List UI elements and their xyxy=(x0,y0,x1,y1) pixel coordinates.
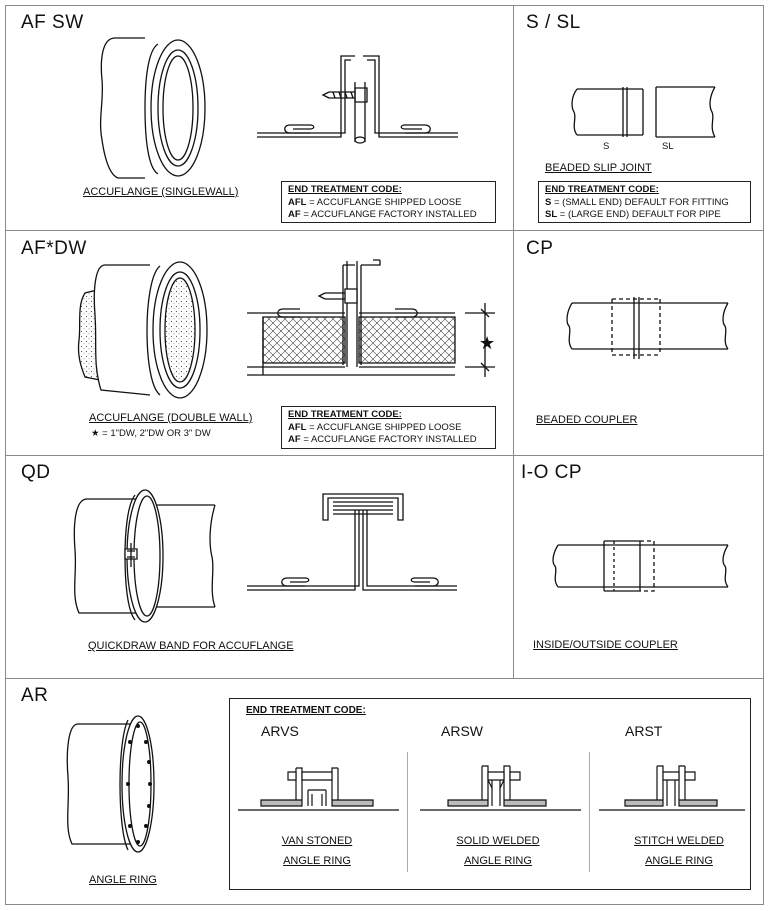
inside-outside-coupler-drawing xyxy=(548,537,738,597)
beaded-slip-joint-label: BEADED SLIP JOINT xyxy=(545,162,652,174)
code-header: END TREATMENT CODE: xyxy=(246,705,366,716)
accuflange-doublewall-label: ACCUFLANGE (DOUBLE WALL) xyxy=(89,412,253,424)
code-header: END TREATMENT CODE: xyxy=(545,184,659,195)
panel-title: QD xyxy=(21,462,51,483)
panel-title: AR xyxy=(21,685,49,706)
code-row: AF = ACCUFLANGE FACTORY INSTALLED xyxy=(288,209,477,220)
sl-mark: SL xyxy=(662,141,674,152)
accuflange-singlewall-label: ACCUFLANGE (SINGLEWALL) xyxy=(83,186,239,198)
row-divider-3 xyxy=(5,678,764,679)
solid-welded-section xyxy=(418,760,583,820)
s-mark: S xyxy=(603,141,610,152)
row-divider-1 xyxy=(5,230,764,231)
end-treatment-code-box: END TREATMENT CODE: AFL = ACCUFLANGE SHI… xyxy=(281,406,496,449)
panel-title: I-O CP xyxy=(521,462,583,483)
panel-title: AF SW xyxy=(21,12,84,33)
beaded-coupler-label: BEADED COUPLER xyxy=(536,414,638,426)
variant-divider xyxy=(589,752,590,872)
angle-ring-drawing xyxy=(60,712,175,862)
variant-code-arst: ARST xyxy=(625,723,663,739)
dimension-star: ★ xyxy=(479,333,496,353)
panel-title: AF*DW xyxy=(21,238,87,259)
code-row: SL = (LARGE END) DEFAULT FOR PIPE xyxy=(545,209,721,220)
end-treatment-code-box: END TREATMENT CODE: S = (SMALL END) DEFA… xyxy=(538,181,751,223)
quickdraw-band-drawing xyxy=(65,485,235,635)
code-row: AFL = ACCUFLANGE SHIPPED LOOSE xyxy=(288,421,462,433)
end-treatment-code-box: END TREATMENT CODE: AFL = ACCUFLANGE SHI… xyxy=(281,181,496,223)
quickdraw-band-label: QUICKDRAW BAND FOR ACCUFLANGE xyxy=(88,640,294,652)
variant-code-arsw: ARSW xyxy=(441,723,483,739)
accuflange-singlewall-drawing xyxy=(90,30,220,185)
star-icon: ★ xyxy=(91,428,100,439)
beaded-coupler-drawing xyxy=(560,295,740,365)
van-stoned-section xyxy=(236,760,401,820)
wall-thickness-note: ★ = 1"DW, 2"DW OR 3" DW xyxy=(91,428,211,439)
code-row: AF = ACCUFLANGE FACTORY INSTALLED xyxy=(288,434,477,445)
row-divider-2 xyxy=(5,455,764,456)
column-divider xyxy=(513,5,514,678)
panel-title: S / SL xyxy=(526,12,581,33)
variant-code-arvs: ARVS xyxy=(261,723,299,739)
quickdraw-band-section xyxy=(245,488,460,600)
code-header: END TREATMENT CODE: xyxy=(288,184,402,195)
variant-divider xyxy=(407,752,408,872)
angle-ring-label: ANGLE RING xyxy=(89,874,157,886)
code-row: S = (SMALL END) DEFAULT FOR FITTING xyxy=(545,196,729,208)
angle-ring-code-box xyxy=(229,698,751,890)
stitch-welded-section xyxy=(597,760,747,820)
accuflange-singlewall-section xyxy=(255,52,460,147)
accuflange-doublewall-section xyxy=(245,255,500,380)
code-header: END TREATMENT CODE: xyxy=(288,409,402,420)
accuflange-doublewall-drawing xyxy=(75,255,225,405)
beaded-slip-joint-drawing xyxy=(565,85,725,145)
panel-title: CP xyxy=(526,238,554,259)
inside-outside-coupler-label: INSIDE/OUTSIDE COUPLER xyxy=(533,639,678,651)
code-row: AFL = ACCUFLANGE SHIPPED LOOSE xyxy=(288,196,462,208)
